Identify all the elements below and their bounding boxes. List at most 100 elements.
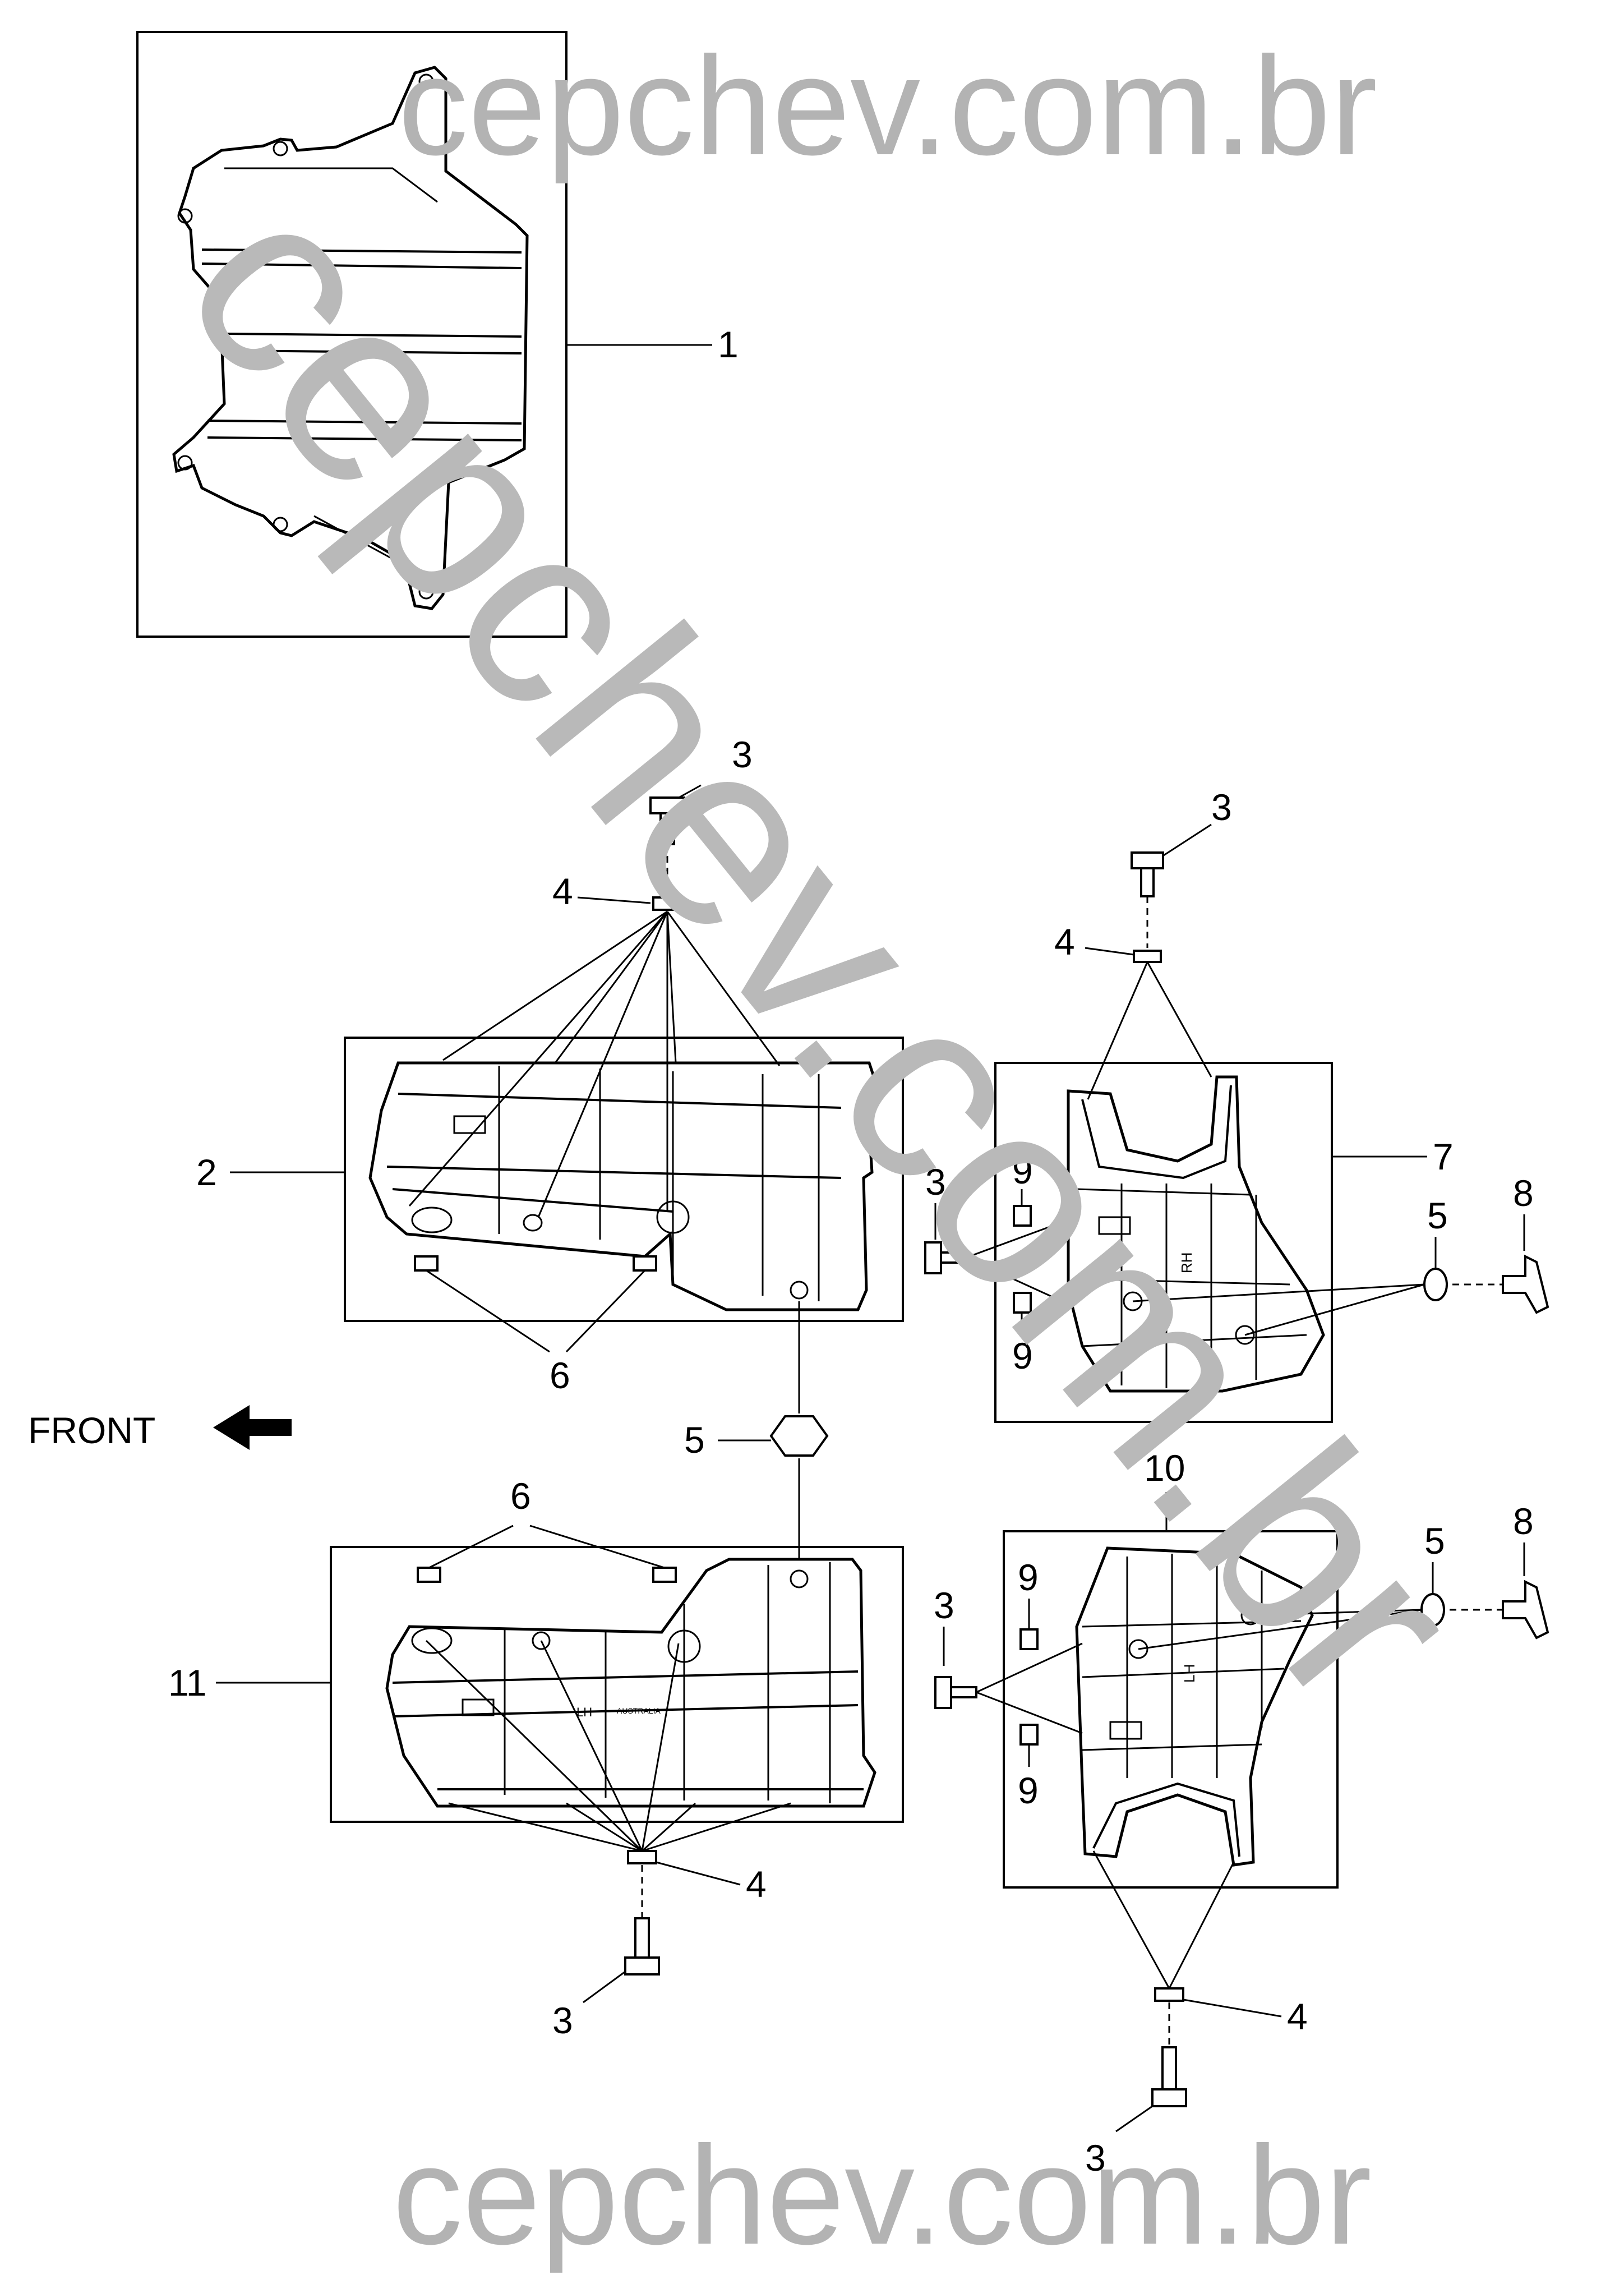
part-4-c-callout: 4 [1054, 921, 1075, 963]
part-5-b-washer [1423, 1268, 1448, 1301]
part-4-b-leader-fan [425, 1640, 791, 1852]
part-7-label-area [1098, 1216, 1131, 1235]
front-indicator: FRONT [28, 1405, 292, 1451]
part-7-side-shield [1067, 1075, 1325, 1393]
part-3-f-bolt [1151, 2046, 1187, 2107]
part-11-nut-hole [790, 1569, 809, 1588]
part-3-f-callout: 3 [1085, 2137, 1106, 2179]
part-10-right-fasteners: 5 8 [1138, 1500, 1549, 1650]
part-7-frame [994, 1062, 1333, 1423]
part-9-c-callout: 9 [1018, 1557, 1039, 1598]
part-1-hole-4 [177, 455, 193, 471]
part-6-a-leader [426, 1269, 646, 1353]
part-1-engine-shield [172, 66, 529, 610]
part-2-panel: 2 [196, 1037, 904, 1322]
part-2-rib-a [398, 1093, 842, 1109]
part-6-a-clip-left [414, 1255, 439, 1272]
part-3-a-bolt [649, 796, 685, 845]
part-7-inner-u [1081, 1085, 1232, 1180]
part-10-callout: 10 [1144, 1447, 1185, 1489]
part-10-lh-marking: LH [1181, 1664, 1198, 1683]
part-4-d-leader-fan [1092, 1850, 1235, 1989]
part-3-e-leader-fan [976, 1642, 1083, 1734]
part-10-side-shield [1075, 1546, 1314, 1867]
part-7-callout: 7 [1433, 1136, 1454, 1177]
part-3-c-bolt [1131, 851, 1164, 897]
part-10-inner-u [1092, 1782, 1240, 1857]
part-8-a-callout: 8 [1513, 1172, 1534, 1214]
part-2-top-fasteners: 3 4 [408, 734, 781, 1218]
part-4-c-leader-fan [1087, 961, 1212, 1100]
part-10-panel: LH 10 [1003, 1447, 1339, 1889]
part-1-panel: 1 [136, 31, 739, 638]
part-10-frame [1003, 1530, 1339, 1889]
watermark-diagonal: cepchev.com.br [129, 142, 1517, 1759]
part-11-clip-hole-3 [667, 1629, 701, 1663]
part-11-lh-marking: LH [576, 1705, 592, 1719]
part-4-b-leader [656, 1861, 741, 1886]
part-1-rib-6 [207, 436, 522, 441]
part-3-b-bolt [624, 1917, 660, 1976]
part-10-nut-hole-1 [1128, 1639, 1148, 1659]
part-4-a-clip [652, 896, 682, 911]
part-9-b-callout: 9 [1012, 1335, 1033, 1376]
part-4-b-clip [627, 1850, 657, 1864]
part-8-b-push-clip [1450, 1580, 1549, 1640]
part-4-c-clip [1133, 950, 1162, 963]
watermark-top: cepchev.com.br [398, 27, 1377, 184]
part-2-clip-hole-3 [656, 1200, 690, 1234]
part-5-a-nut [769, 1415, 829, 1457]
part-3-f-leader [1115, 2105, 1153, 2133]
part-4-a-callout: 4 [552, 871, 573, 912]
part-7-ribs-h [1073, 1188, 1307, 1347]
part-7-panel: RH 7 [994, 1062, 1454, 1423]
part-1-callout: 1 [718, 324, 739, 365]
part-2-rib-v1 [498, 1066, 820, 1301]
part-5-b-leader-fan [1132, 1283, 1425, 1336]
part-3-c-callout: 3 [1211, 786, 1232, 828]
part-3-e-bolt [934, 1676, 977, 1709]
part-1-rib-4 [224, 349, 522, 354]
part-4-d-clip [1154, 1987, 1184, 2002]
part-1-hole-6 [418, 584, 434, 600]
part-4-d-callout: 4 [1287, 1996, 1308, 2037]
part-5-b-callout: 5 [1427, 1195, 1448, 1236]
part-11-panel: LH AUSTRALIA 11 [168, 1546, 904, 1823]
part-2-rib-c [392, 1188, 673, 1213]
part-10-side-fasteners: 3 9 9 [934, 1557, 1083, 1811]
part-2-clip-hole-1 [411, 1207, 453, 1233]
part-4-c-leader [1085, 947, 1134, 956]
part-4-a-leader [577, 896, 651, 904]
part-11-rh-shield [385, 1558, 876, 1808]
part-1-rib-1 [201, 248, 522, 254]
part-11-label-area [462, 1698, 495, 1716]
part-2-callout: 2 [196, 1152, 217, 1193]
part-3-e-callout: 3 [934, 1585, 954, 1626]
part-10-bottom-fasteners: 4 3 [1085, 1850, 1308, 2179]
part-9-c-clip [1019, 1628, 1039, 1650]
part-3-b-leader [583, 1970, 626, 2004]
part-7-ribs-v [1120, 1184, 1257, 1390]
part-7-right-fasteners: 5 8 [1132, 1172, 1549, 1336]
part-7-side-fasteners: 3 9 9 [924, 1150, 1069, 1376]
part-4-a-leader-fan [408, 910, 781, 1218]
part-6-b-clips: 6 [417, 1475, 677, 1583]
part-6-b-leader [428, 1525, 665, 1569]
part-11-rib-v [504, 1562, 831, 1803]
part-11-rib-a [392, 1670, 859, 1684]
part-1-hole-3 [177, 208, 193, 224]
part-5-c-leader-fan [1138, 1609, 1422, 1650]
part-3-d-bolt [924, 1241, 967, 1274]
part-7-rh-marking: RH [1178, 1252, 1195, 1273]
part-10-ribs-v [1126, 1554, 1263, 1778]
part-2-frame [344, 1037, 904, 1322]
part-1-rib-5 [207, 420, 522, 425]
watermark-bottom: cepchev.com.br [393, 2117, 1372, 2273]
part-9-a-callout: 9 [1012, 1150, 1033, 1191]
part-1-hole-5 [273, 517, 288, 532]
part-8-b-callout: 8 [1513, 1500, 1534, 1542]
part-11-bottom-fasteners: 4 3 [425, 1640, 791, 2041]
part-9-a-clip [1013, 1205, 1032, 1227]
part-2-rib-b [386, 1166, 842, 1179]
